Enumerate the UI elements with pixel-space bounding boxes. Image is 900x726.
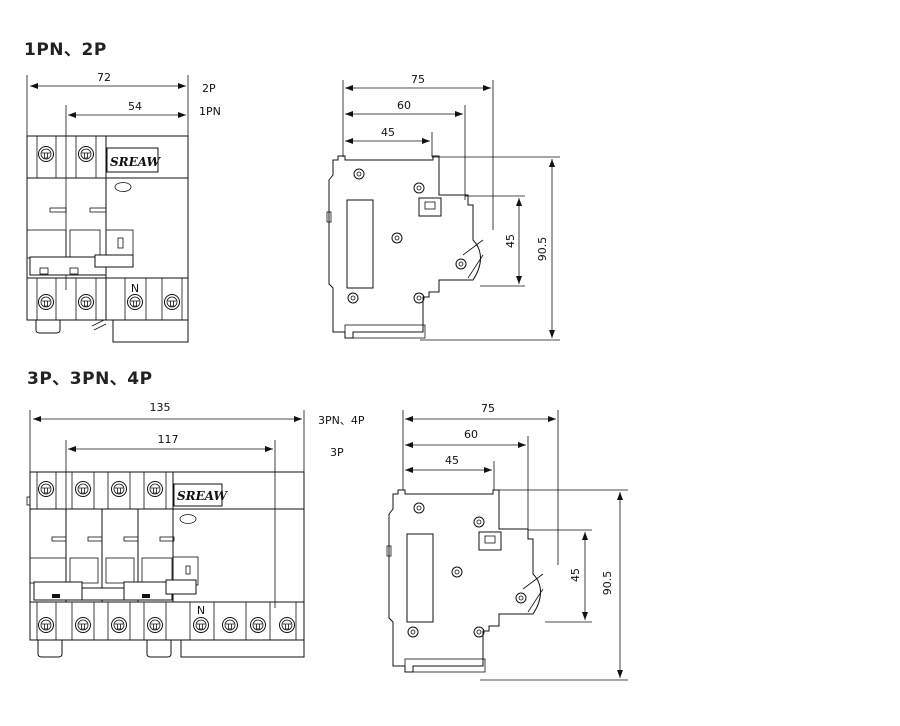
dimension-135: 135 xyxy=(150,401,171,414)
side-view-1pn-2p: 75 60 45 90.5 45 xyxy=(326,73,560,341)
brand-logo: SREAW xyxy=(110,155,161,169)
front-view-3p-4p: 135 117 3PN、4P 3P SREAW N xyxy=(26,401,365,658)
neutral-label-2: N xyxy=(197,604,205,617)
section-title-3p-4p: 3P、3PN、4P xyxy=(27,369,153,389)
dimension-90-5-2: 90.5 xyxy=(601,571,614,596)
dimension-75-2: 75 xyxy=(481,402,495,415)
dimension-45-height: 45 xyxy=(504,234,517,248)
front-view-1pn-2p: 72 54 2P 1PN SREAW N xyxy=(26,71,221,343)
dimension-60: 60 xyxy=(397,99,411,112)
dimension-75: 75 xyxy=(411,73,425,86)
dimension-54: 54 xyxy=(128,100,142,113)
neutral-label: N xyxy=(131,282,139,295)
side-view-3p-4p: 75 60 45 90.5 45 xyxy=(386,402,628,681)
label-1pn: 1PN xyxy=(199,105,221,118)
dimension-90-5: 90.5 xyxy=(536,237,549,262)
certification-mark-icon-2 xyxy=(179,514,197,524)
label-3pn-4p: 3PN、4P xyxy=(318,414,365,427)
dimension-117: 117 xyxy=(158,433,179,446)
dimension-60-2: 60 xyxy=(464,428,478,441)
section-title-1pn-2p: 1PN、2P xyxy=(24,40,107,60)
certification-mark-icon xyxy=(114,182,132,192)
brand-logo-2: SREAW xyxy=(177,489,228,503)
dimension-72: 72 xyxy=(97,71,111,84)
dimension-45-height-2: 45 xyxy=(569,568,582,582)
dimension-45-2: 45 xyxy=(445,454,459,467)
dimension-45: 45 xyxy=(381,126,395,139)
label-2p: 2P xyxy=(202,82,216,95)
label-3p: 3P xyxy=(330,446,344,459)
